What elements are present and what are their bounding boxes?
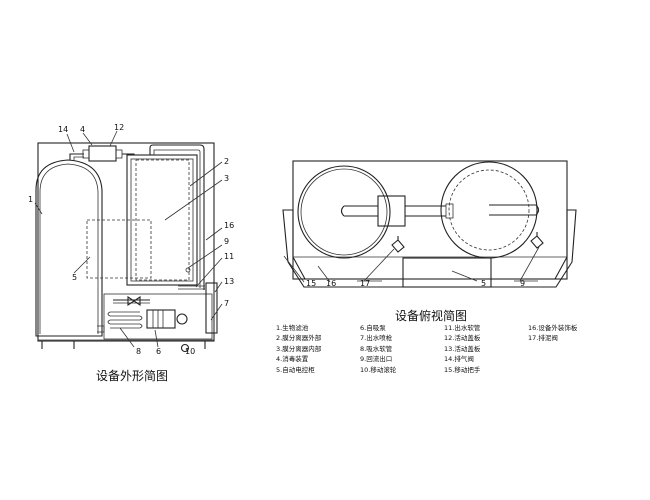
legend-item: 12.活动盖板: [444, 334, 481, 343]
side-cabinet-frame: [37, 142, 215, 342]
top-leader-lines: [283, 246, 540, 283]
side-view-caption: 设备外形简图: [96, 369, 169, 383]
biofilter-tank: [35, 159, 103, 337]
callout-12: 12: [114, 123, 124, 132]
legend-item: 4.消毒装置: [276, 355, 309, 364]
legend-column-3: 11.出水软管 12.活动盖板 13.活动盖板 14.排气阀 15.移动把手: [444, 323, 480, 375]
callout-13: 13: [224, 277, 234, 286]
callout-7: 7: [224, 299, 229, 308]
legend-item: 17.排泥阀: [528, 334, 558, 343]
top-callout-17: 17: [360, 279, 370, 288]
pump-compartment: [103, 293, 213, 340]
side-panel-13: [205, 282, 218, 334]
callout-4: 4: [80, 125, 85, 134]
legend-item: 14.排气阀: [444, 355, 474, 364]
legend-item: 5.自动电控柜: [276, 365, 315, 374]
top-control-box: [402, 257, 492, 288]
callout-9: 9: [224, 237, 229, 246]
top-view-drawing: 15 16 17 5 9: [282, 160, 577, 288]
callout-16: 16: [224, 221, 234, 230]
callout-2: 2: [224, 157, 229, 166]
side-view-drawing: 1 14 4 12 2 3 16 9 11 13 7 5 8 6 10: [28, 123, 234, 356]
self-priming-pump: [146, 309, 176, 329]
legend-item: 10.移动滚轮: [360, 365, 397, 374]
legend-item: 3.膜分离器内部: [276, 344, 322, 353]
legend-item: 6.自吸泵: [360, 324, 386, 332]
legend-item: 1.生物滤池: [276, 324, 309, 332]
legend-item: 11.出水软管: [444, 324, 481, 332]
top-callout-9: 9: [520, 279, 525, 288]
drain-valve: [391, 236, 405, 253]
legend-item: 7.出水喷枪: [360, 334, 393, 343]
wheel-icon: [180, 343, 190, 353]
legend-item: 13.活动盖板: [444, 344, 481, 353]
callout-3: 3: [224, 174, 229, 183]
legend-column-1: 1.生物滤池 2.膜分离器外部 3.膜分离器内部 4.消毒装置 5.自动电控柜: [276, 323, 321, 375]
callout-5: 5: [72, 273, 77, 282]
legend-item: 9.回流出口: [360, 355, 393, 364]
side-leader-lines: [34, 130, 223, 353]
callout-1: 1: [28, 195, 33, 204]
legend-item: 16.设备外装饰板: [528, 324, 578, 332]
top-biofilter-tank: [297, 165, 391, 259]
control-box-hidden: [86, 219, 152, 279]
legend-item: 8.吸水软管: [360, 344, 393, 353]
top-disinfection-device: [377, 195, 406, 227]
callout-14: 14: [58, 125, 68, 134]
disinfection-device: [88, 145, 117, 162]
callout-10: 10: [185, 347, 195, 356]
legend-column-2: 6.自吸泵 7.出水喷枪 8.吸水软管 9.回流出口 10.移动滚轮: [360, 323, 396, 375]
top-callout-15: 15: [306, 279, 316, 288]
suction-hose: [107, 311, 143, 329]
return-outlet: [530, 232, 544, 249]
top-callout-16: 16: [326, 279, 336, 288]
legend-item: 2.膜分离器外部: [276, 334, 322, 343]
top-view-caption: 设备俯视简图: [395, 309, 468, 323]
legend-item: 15.移动把手: [444, 365, 481, 374]
top-base-panel: [282, 209, 577, 288]
callout-6: 6: [156, 347, 161, 356]
legend-column-4: 16.设备外装饰板 17.排泥阀: [528, 323, 577, 344]
top-membrane-tank: [440, 161, 538, 259]
callout-8: 8: [136, 347, 141, 356]
top-callout-5: 5: [481, 279, 486, 288]
callout-11: 11: [224, 252, 234, 261]
